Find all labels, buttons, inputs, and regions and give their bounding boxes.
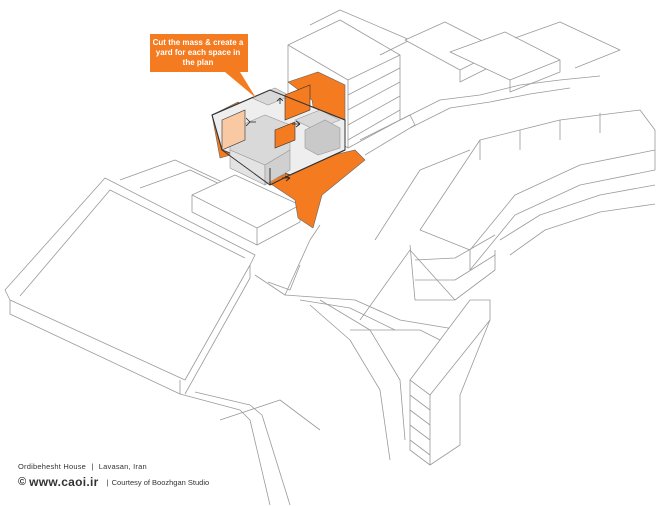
caption-separator: | bbox=[91, 462, 94, 471]
road-lines bbox=[119, 159, 461, 506]
context-buildings-top-right bbox=[309, 9, 621, 129]
house-massing bbox=[211, 84, 346, 186]
image-caption: Ordibehesht House | Lavasan, Iran © www.… bbox=[18, 462, 209, 489]
caption-credit-line: © www.caoi.ir | Courtesy of Boozhgan Stu… bbox=[18, 475, 209, 489]
website-link[interactable]: www.caoi.ir bbox=[29, 475, 99, 489]
context-building-large-left bbox=[4, 177, 256, 395]
caption-project-line: Ordibehesht House | Lavasan, Iran bbox=[18, 462, 209, 471]
callout-box bbox=[150, 34, 256, 98]
project-name: Ordibehesht House bbox=[18, 462, 87, 471]
credit-separator: | bbox=[106, 477, 109, 487]
context-curved-terrace bbox=[359, 109, 656, 321]
context-buildings-lower-right bbox=[219, 299, 491, 466]
project-location: Lavasan, Iran bbox=[98, 462, 147, 471]
photo-credit: Courtesy of Boozhgan Studio bbox=[111, 477, 210, 487]
copyright-symbol: © bbox=[18, 476, 27, 488]
context-tower bbox=[287, 19, 416, 156]
callout-text: Cut the mass & create a yard for each sp… bbox=[152, 38, 244, 67]
